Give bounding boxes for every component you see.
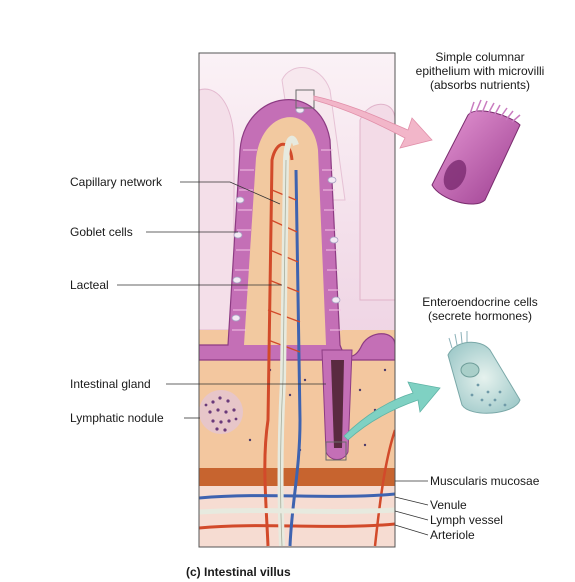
label-columnar-line2: epithelium with microvilli	[415, 64, 545, 78]
lymphatic-nodule-shape	[199, 390, 243, 434]
label-capillary-network: Capillary network	[70, 175, 163, 189]
pink-callout-arrow	[313, 95, 433, 149]
lymph-vessel-horizontal	[199, 507, 395, 515]
label-enteroendocrine: Enteroendocrine cells (secrete hormones)	[400, 295, 560, 323]
epithelial-cell-borders	[232, 149, 342, 331]
arteriole-horizontal	[199, 522, 395, 530]
label-muscularis-mucosae: Muscularis mucosae	[430, 474, 540, 488]
label-arteriole: Arteriole	[430, 528, 475, 542]
enteroendocrine-cell-illustration	[447, 331, 521, 414]
figure-caption: (c) Intestinal villus	[186, 565, 291, 579]
label-goblet-cells: Goblet cells	[70, 225, 133, 239]
neighbor-villus-right	[359, 103, 395, 301]
label-columnar-epithelium: Simple columnar epithelium with microvil…	[395, 50, 565, 92]
venule-vessel	[288, 169, 302, 547]
label-columnar-line1: Simple columnar	[435, 50, 525, 64]
venule-horizontal	[199, 492, 395, 500]
gland-lumen	[331, 360, 344, 448]
label-lacteal: Lacteal	[70, 278, 109, 292]
teal-callout-arrow	[343, 381, 441, 441]
label-columnar-line3: (absorbs nutrients)	[429, 78, 531, 92]
label-intestinal-gland: Intestinal gland	[70, 377, 151, 391]
connective-tissue-cells	[248, 368, 387, 452]
leader-lines-left	[117, 181, 326, 419]
enteroendocrine-highlight-box	[325, 441, 347, 461]
columnar-cell-illustration	[431, 99, 521, 205]
label-lymph-vessel: Lymph vessel	[430, 513, 503, 527]
neighbor-villus-left	[199, 88, 235, 331]
label-lymphatic-nodule: Lymphatic nodule	[70, 411, 164, 425]
label-entero-line1: Enteroendocrine cells	[422, 295, 538, 309]
label-venule: Venule	[430, 498, 467, 512]
goblet-cell-markers	[231, 106, 341, 322]
diagram-frame	[198, 52, 396, 548]
arteriole-branch	[373, 429, 395, 547]
label-entero-line2: (secrete hormones)	[427, 309, 533, 323]
leader-lines-right	[394, 480, 429, 536]
